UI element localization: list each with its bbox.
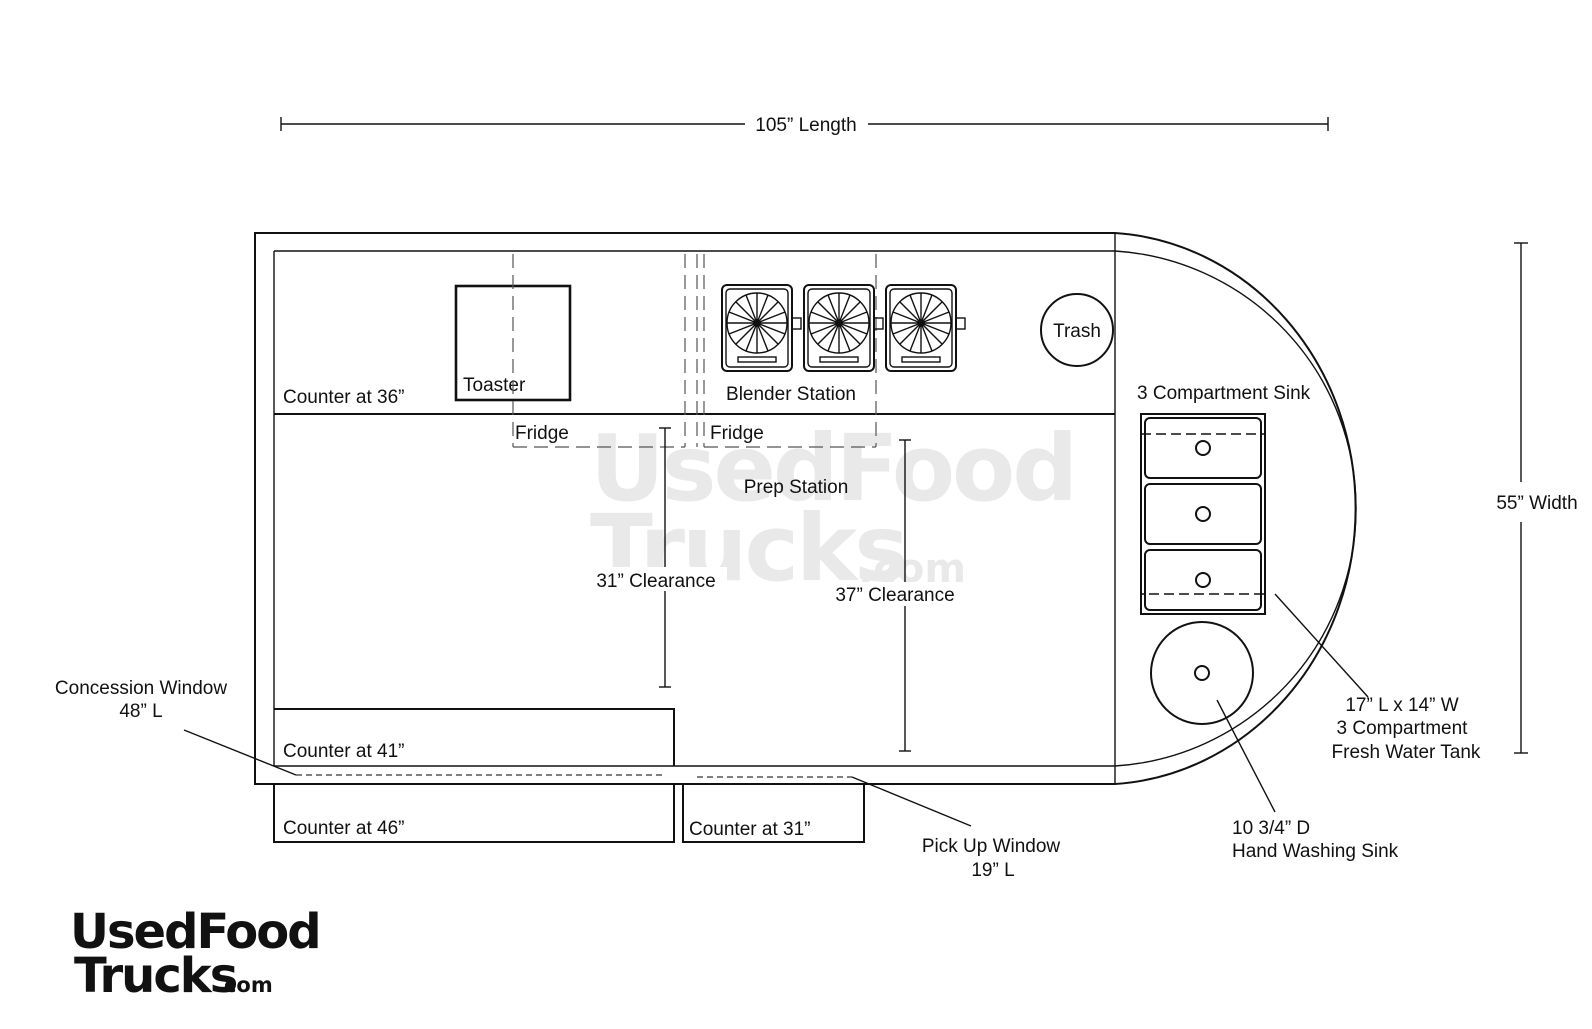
concession-window-label-2: 48” L (119, 701, 162, 722)
counter-41-label: Counter at 41” (283, 741, 404, 762)
hand-washing-sink (1150, 621, 1254, 725)
clearance-31-label-bg (585, 567, 727, 591)
blender-3 (885, 284, 966, 372)
pickup-window-leader (851, 776, 972, 827)
counter-31-label: Counter at 31” (689, 819, 810, 840)
fridge-label-2: Fridge (710, 423, 764, 444)
prep-station-label: Prep Station (744, 477, 849, 498)
clearance-37-label: 37” Clearance (835, 585, 954, 606)
clearance-37-label-bg (826, 582, 966, 606)
watermark: UsedFood Trucks .com (590, 415, 1078, 602)
clearance-31-marker (659, 427, 671, 688)
sink-drain-2 (1195, 506, 1211, 522)
watermark-line1: UsedFood (590, 415, 1075, 522)
hand-sink-label-1: 10 3/4” D (1232, 818, 1310, 839)
counter-46-label: Counter at 46” (283, 818, 404, 839)
tank-label-1: 17” L x 14” W (1345, 695, 1458, 716)
counter-41 (274, 708, 675, 766)
blender-station-label: Blender Station (726, 384, 856, 405)
toaster-label: Toaster (463, 375, 526, 396)
logo-line1: UsedFood (70, 904, 320, 960)
fridges (512, 254, 877, 448)
three-compartment-sink-label: 3 Compartment Sink (1137, 383, 1311, 404)
pickup-window-label-1: Pick Up Window (922, 836, 1061, 857)
pickup-window-label-2: 19” L (971, 860, 1014, 881)
logo-line2: Trucks (74, 948, 237, 1004)
counter-36-label: Counter at 36” (283, 387, 404, 408)
three-compartment-sink (1140, 413, 1266, 615)
blender-1 (721, 284, 802, 372)
blender-station (721, 284, 966, 372)
counter-46 (273, 783, 675, 843)
length-label: 105” Length (755, 115, 856, 136)
blender-2 (803, 284, 884, 372)
width-dimension: 55” Width (1496, 242, 1578, 754)
counter-31 (682, 783, 865, 843)
trash-label: Trash (1053, 321, 1101, 342)
hand-sink-label-2: Hand Washing Sink (1232, 841, 1399, 862)
clearance-31-label: 31” Clearance (596, 571, 715, 592)
concession-window-label-1: Concession Window (55, 678, 227, 699)
logo-suffix: .com (216, 973, 273, 997)
fridge-label-1: Fridge (515, 423, 569, 444)
trash-can (1040, 293, 1114, 367)
brand-logo: UsedFood Trucks .com (70, 904, 322, 1004)
sink-drain-3 (1195, 572, 1211, 588)
tank-label-2: 3 Compartment (1337, 718, 1469, 739)
tank-label-3: Fresh Water Tank (1332, 742, 1481, 763)
width-label: 55” Width (1496, 493, 1577, 514)
sink-drain-1 (1195, 440, 1211, 456)
hand-sink-leader (1216, 699, 1276, 813)
length-dimension: 105” Length (280, 115, 1329, 136)
concession-window-leader (183, 729, 297, 776)
tank-leader (1274, 593, 1369, 698)
